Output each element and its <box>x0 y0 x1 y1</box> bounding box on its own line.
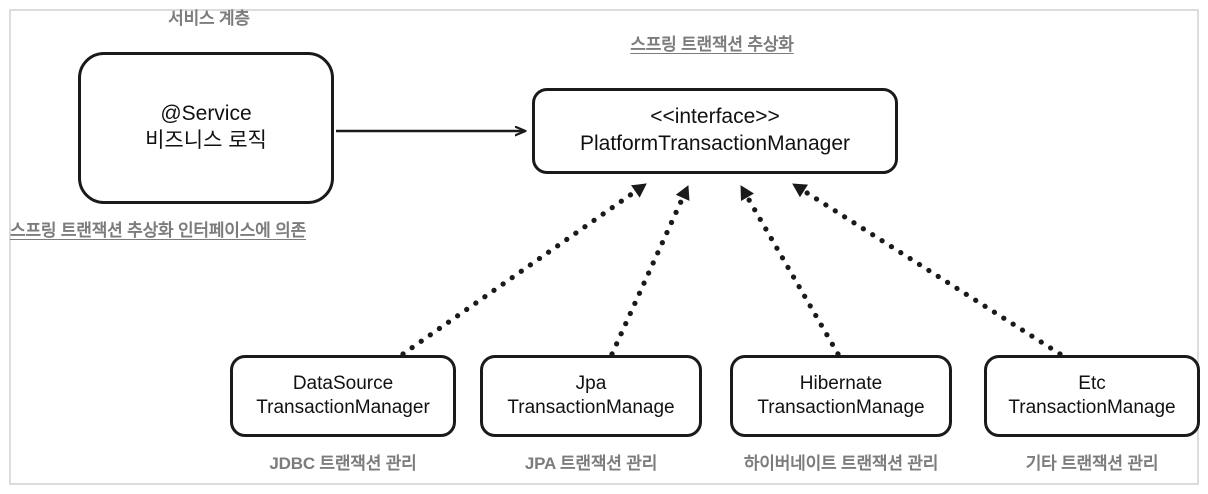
label-spring-transaction-abstraction: 스프링 트랜잭션 추상화 <box>630 35 794 54</box>
node-interface-name: PlatformTransactionManager <box>579 132 850 155</box>
caption-jdbc: JDBC 트랜잭션 관리 <box>269 454 417 473</box>
node-service-line2: 비즈니스 로직 <box>145 129 267 152</box>
node-impl-3-line1: Etc <box>1078 372 1106 394</box>
edge-impl-1-realizes <box>609 183 691 357</box>
label-depends-on-abstraction: 스프링 트랜잭션 추상화 인터페이스에 의존 <box>10 221 307 240</box>
edge-impl-0-realizes <box>400 181 649 357</box>
node-platform-transaction-manager[interactable]: <<interface>> PlatformTransactionManager <box>532 88 898 174</box>
node-datasource-transaction-manager[interactable]: DataSource TransactionManager <box>230 355 456 437</box>
node-impl-1-line1: Jpa <box>575 372 607 394</box>
edge-impl-2-realizes <box>738 183 841 357</box>
node-impl-0-line2: TransactionManager <box>256 397 430 418</box>
caption-hibernate: 하이버네이트 트랜잭션 관리 <box>743 454 939 473</box>
label-service-layer: 서비스 계층 <box>168 9 250 28</box>
node-etc-transaction-manager[interactable]: Etc TransactionManage <box>984 355 1200 437</box>
caption-jpa: JPA 트랜잭션 관리 <box>524 454 658 473</box>
node-interface-stereotype: <<interface>> <box>650 105 780 129</box>
node-service-class[interactable]: @Service 비즈니스 로직 <box>78 52 334 204</box>
node-impl-1-line2: TransactionManage <box>507 397 675 418</box>
node-jpa-transaction-manager[interactable]: Jpa TransactionManage <box>480 355 702 437</box>
node-impl-3-line2: TransactionManage <box>1008 397 1176 418</box>
node-impl-0-line1: DataSource <box>292 372 394 394</box>
edge-impl-3-realizes <box>790 181 1063 357</box>
node-impl-2-line2: TransactionManage <box>757 397 925 418</box>
caption-etc: 기타 트랜잭션 관리 <box>1025 454 1159 473</box>
node-hibernate-transaction-manager[interactable]: Hibernate TransactionManage <box>730 355 952 437</box>
node-service-line1: @Service <box>160 102 252 126</box>
node-impl-2-line1: Hibernate <box>799 372 883 394</box>
